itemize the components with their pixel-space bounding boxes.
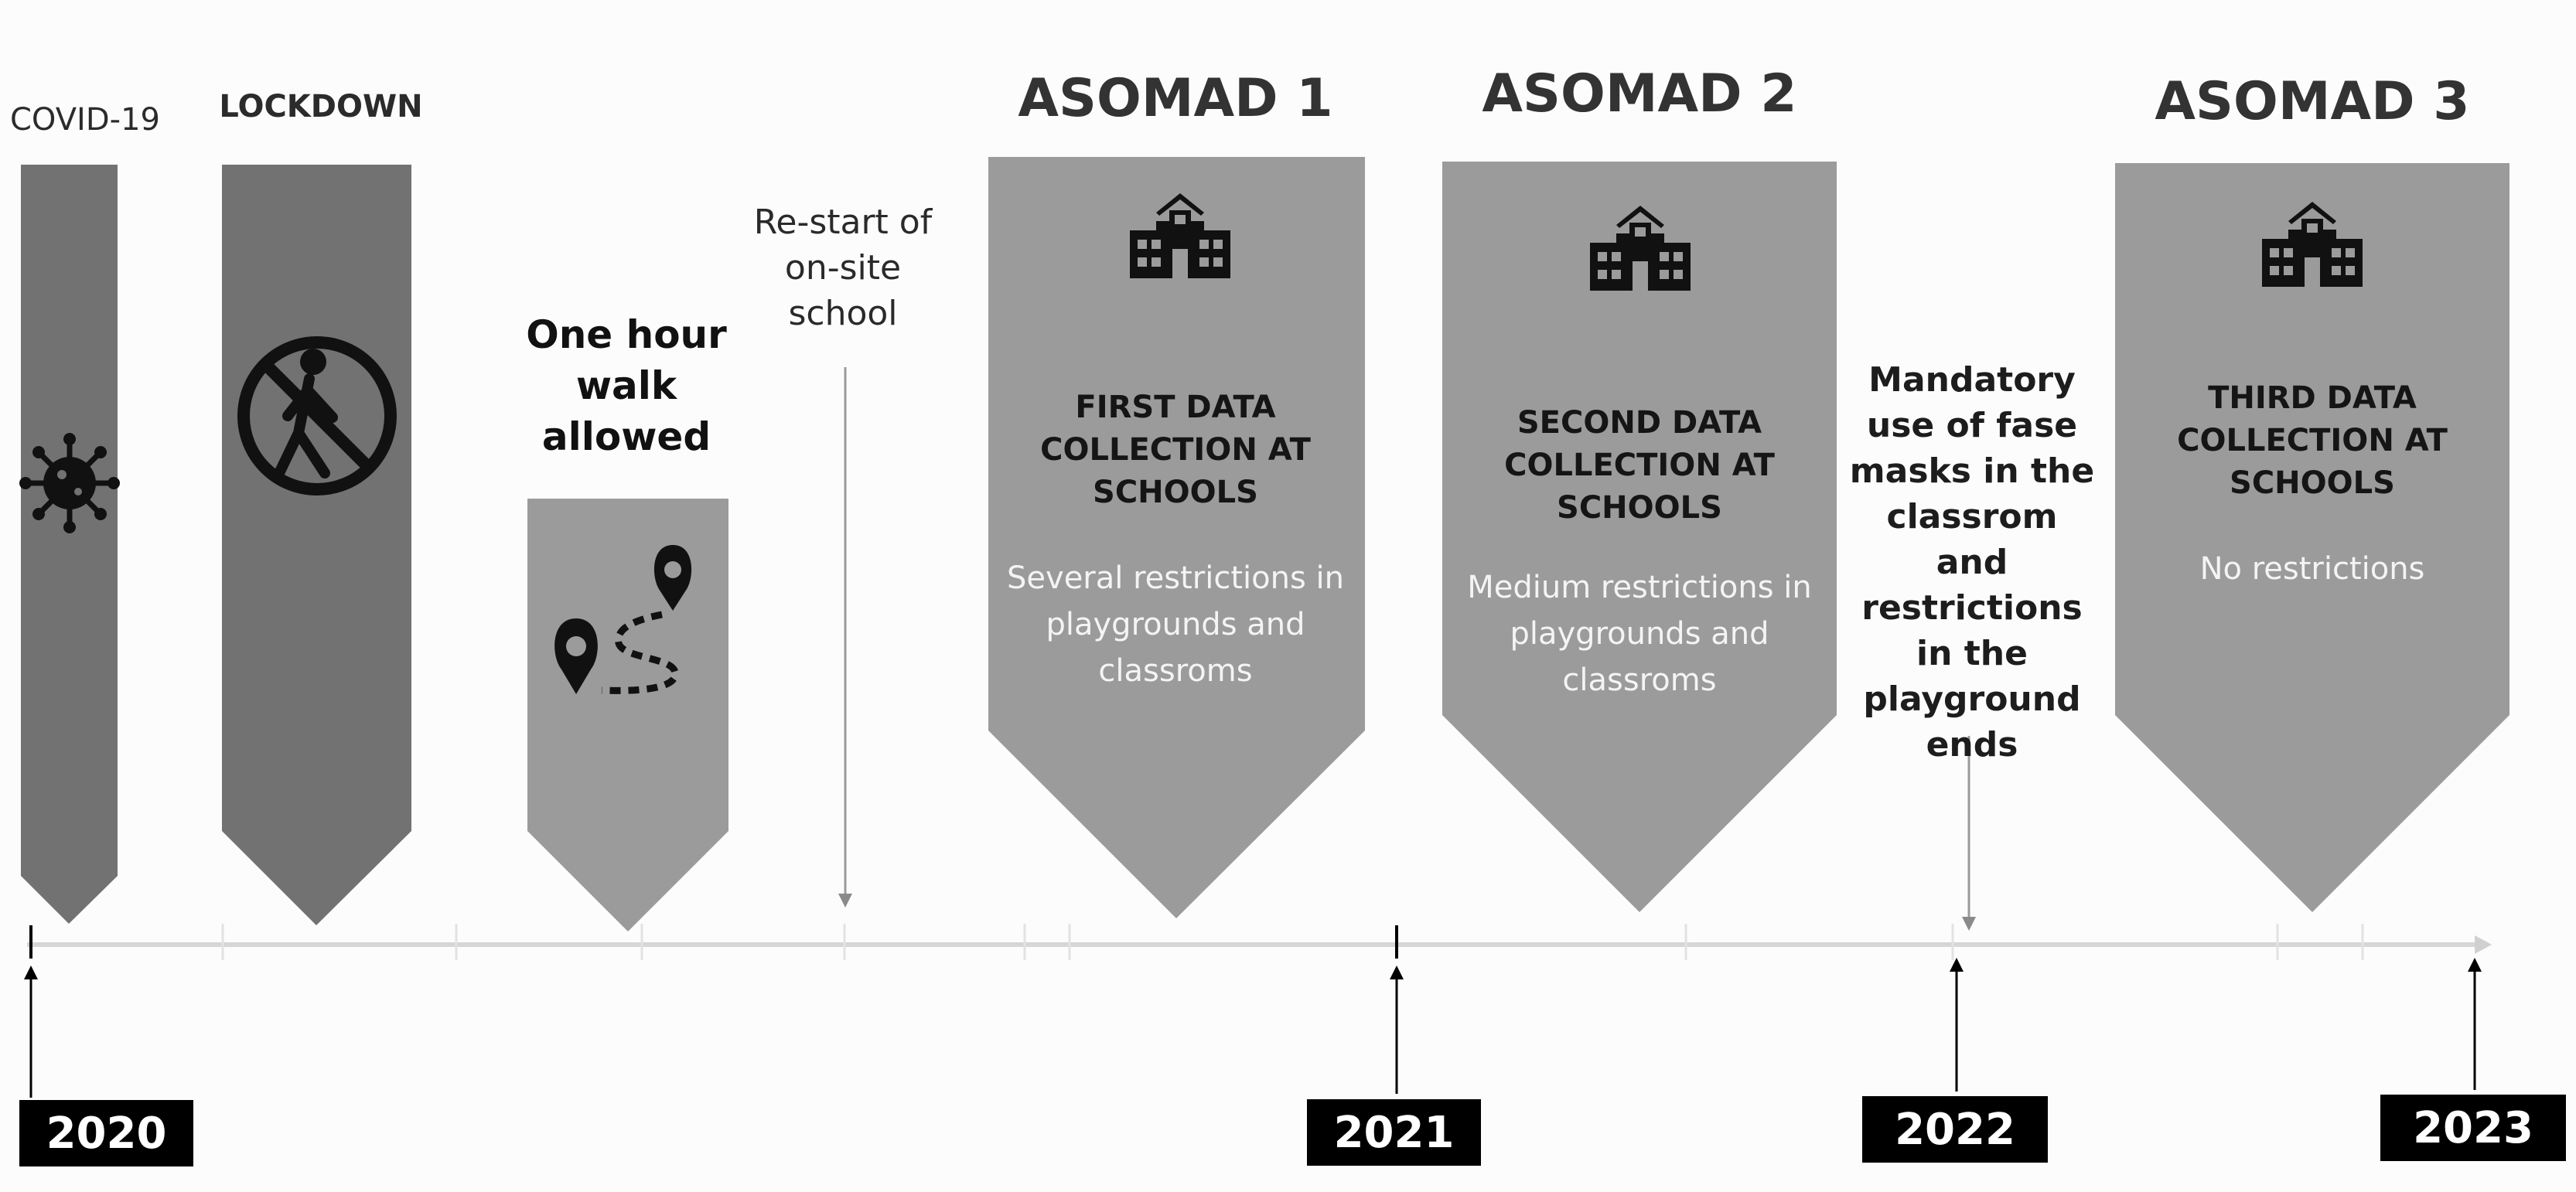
asomad3-heading: THIRD DATA COLLECTION AT SCHOOLS [2177,380,2448,501]
covid-banner [21,165,118,924]
asomad3-banner [2115,163,2509,912]
restart-label: Re-start of on-site school [753,203,933,333]
year-2022-badge: 2022 [1862,1096,2048,1163]
asomad1-text: Several restrictions in playgrounds and … [1007,560,1344,689]
year-2023-badge: 2023 [2380,1095,2566,1161]
asomad2-title: ASOMAD 2 [1482,63,1797,124]
asomad2-banner [1442,162,1837,912]
asomad1-banner [988,157,1365,918]
covid-label: COVID-19 [9,102,160,138]
masks-label: Mandatory use of fase masks in the class… [1849,360,2095,765]
lockdown-label: LOCKDOWN [219,89,423,124]
no-walking-icon [237,336,397,496]
walk-banner [527,499,728,931]
walk-label: One hour walk allowed [526,312,727,459]
school-icon [1130,193,1230,278]
asomad2-text: Medium restrictions in playgrounds and c… [1467,570,1812,698]
lockdown-banner [222,165,411,925]
route-pins-icon [554,545,692,694]
virus-icon [19,433,120,533]
asomad3-text: No restrictions [2199,551,2425,587]
asomad1-heading: FIRST DATA COLLECTION AT SCHOOLS [1040,390,1311,510]
year-2021-badge: 2021 [1307,1099,1481,1166]
year-2020-badge: 2020 [19,1100,193,1166]
timeline-axis [27,924,2492,960]
school-icon [1590,206,1691,291]
asomad1-title: ASOMAD 1 [1018,68,1333,129]
asomad3-title: ASOMAD 3 [2155,71,2470,132]
school-icon [2262,202,2363,287]
asomad2-heading: SECOND DATA COLLECTION AT SCHOOLS [1504,405,1775,526]
